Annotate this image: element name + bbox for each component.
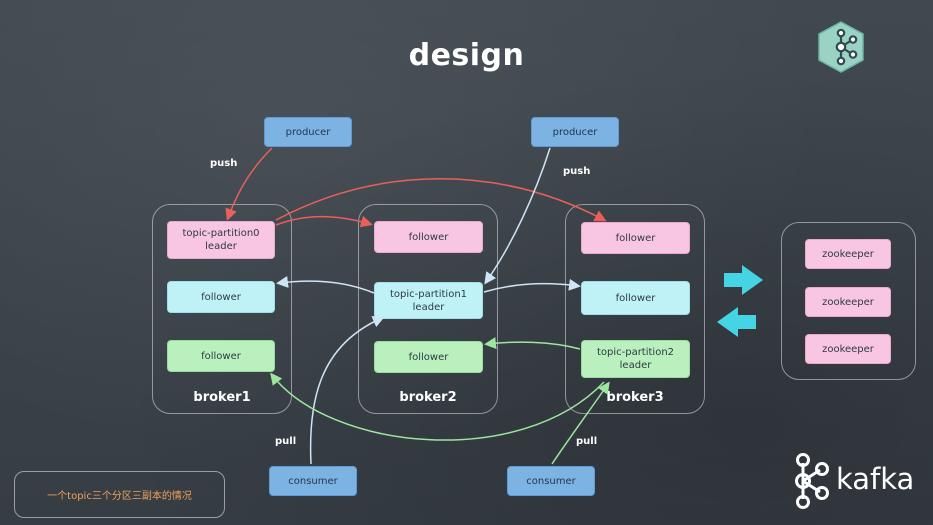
consumer-left: consumer <box>269 466 357 496</box>
caption-box: 一个topic三个分区三副本的情况 <box>14 471 225 518</box>
replica-arrow-p1-to-b3 <box>483 278 581 293</box>
replica-arrow-p0-to-b3 <box>275 178 607 222</box>
zookeeper-node: zookeeper <box>805 287 891 317</box>
broker2-follower-pink: follower <box>374 221 483 253</box>
push-arrow-producer-right <box>484 147 551 285</box>
broker1-follower-green: follower <box>167 340 275 372</box>
partition2-leader: topic-partition2 leader <box>581 340 690 378</box>
replica-arrow-p2-to-b1 <box>270 372 605 441</box>
broker1-follower-cyan: follower <box>167 281 275 313</box>
broker-label: broker1 <box>193 390 251 405</box>
page-title: design <box>408 38 525 73</box>
broker2-follower-green: follower <box>374 341 483 373</box>
broker-3: broker3 <box>565 204 705 414</box>
producer-left: producer <box>264 117 352 147</box>
partition0-leader: topic-partition0 leader <box>167 221 275 259</box>
push-label-right: push <box>563 166 591 177</box>
consumer-right: consumer <box>507 466 595 496</box>
zookeeper-cluster <box>781 222 916 380</box>
pull-label-left: pull <box>275 436 297 447</box>
zookeeper-node: zookeeper <box>805 334 891 364</box>
pull-label-right: pull <box>576 436 598 447</box>
partition1-leader: topic-partition1 leader <box>374 282 483 319</box>
broker3-follower-pink: follower <box>581 222 690 254</box>
producer-right: producer <box>531 117 619 147</box>
push-label-left: push <box>210 158 238 169</box>
broker-1: broker1 <box>152 204 292 414</box>
replica-arrow-p1-to-b1 <box>276 275 375 294</box>
broker3-follower-cyan: follower <box>581 281 690 315</box>
broker-label: broker3 <box>606 390 664 405</box>
pull-arrow-consumer-right <box>551 381 610 465</box>
replica-arrow-p2-to-b2 <box>484 337 581 350</box>
replica-arrow-p0-to-b2 <box>275 215 373 228</box>
pull-arrow-consumer-left <box>309 316 385 465</box>
cyan-arrow-left-icon <box>717 307 756 337</box>
broker-2: broker2 <box>358 204 498 414</box>
kafka-logo-icon <box>795 453 829 509</box>
cyan-arrow-right-icon <box>724 265 763 295</box>
broker-label: broker2 <box>399 390 457 405</box>
kafka-hex-logo-icon <box>818 21 864 73</box>
zookeeper-node: zookeeper <box>805 239 891 269</box>
push-arrow-producer-left <box>225 147 273 221</box>
kafka-logo-text: kafka <box>836 462 915 496</box>
